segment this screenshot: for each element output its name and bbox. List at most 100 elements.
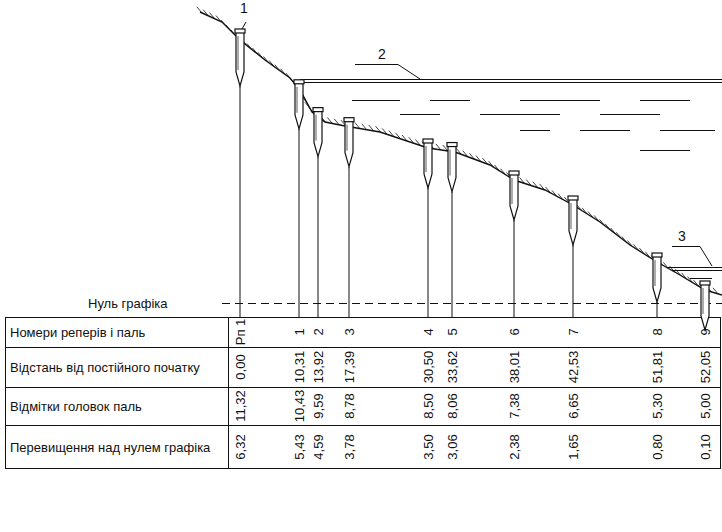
- pile: [568, 196, 578, 317]
- table-cell: 33,62: [445, 351, 460, 384]
- ground-hatch: [402, 135, 407, 141]
- table-cell: 5,43: [292, 434, 307, 459]
- ground-hatch: [221, 20, 226, 26]
- table-cell: 3,06: [445, 434, 460, 459]
- ground-hatch: [645, 252, 650, 258]
- ground-hatch: [694, 280, 699, 286]
- ground-hatch: [216, 16, 221, 22]
- table-cell: 2: [311, 328, 326, 335]
- piles: [235, 29, 710, 330]
- pile: [423, 139, 433, 317]
- ground-hatch: [633, 244, 638, 250]
- ground-hatch: [476, 156, 481, 162]
- table-cell: 6,32: [233, 434, 248, 459]
- ground-hatch: [639, 248, 644, 254]
- ground-hatch: [275, 65, 280, 71]
- table-cell: 5,00: [698, 393, 713, 418]
- ground-hatch: [247, 44, 252, 50]
- ground-hatch: [463, 151, 468, 157]
- table-cell: 0,10: [698, 434, 713, 459]
- ground-hatch: [327, 117, 332, 123]
- ground-hatch: [622, 237, 627, 243]
- ground-hatch: [456, 148, 461, 154]
- table-cell: 1,65: [566, 434, 581, 459]
- datum-label: Нуль графіка: [88, 296, 168, 311]
- ground-hatch: [252, 48, 257, 54]
- table-cell: 9,59: [311, 393, 326, 418]
- pile: [447, 143, 457, 317]
- table-cell: 52,05: [698, 351, 713, 384]
- ground-hatch: [600, 220, 605, 226]
- pile: [294, 80, 304, 317]
- table-cell: 7: [566, 328, 581, 335]
- ground-hatch: [539, 184, 544, 190]
- callout-number: 1: [240, 1, 248, 16]
- table-cell: 1: [292, 328, 307, 335]
- ground-hatch: [382, 128, 387, 134]
- table-cell: 13,92: [311, 351, 326, 384]
- table-cell: 11,32: [233, 390, 248, 422]
- ground-hatch: [628, 241, 633, 247]
- table-cell: 30,50: [421, 351, 436, 384]
- ground-hatch: [362, 124, 367, 130]
- callout-number: 3: [678, 229, 686, 244]
- ground-hatch: [258, 52, 263, 58]
- table-cell: 8,50: [421, 393, 436, 418]
- table-cell: 9: [698, 328, 713, 335]
- ground-hatch: [605, 224, 610, 230]
- ground-hatch: [264, 57, 269, 63]
- ground-profile: [197, 7, 722, 295]
- data-table: [5, 317, 721, 469]
- table-cell: 10,43: [292, 390, 307, 423]
- ground-hatch: [688, 277, 693, 283]
- table-cell: 5,30: [650, 393, 665, 418]
- ground-hatch: [355, 123, 360, 129]
- ground-hatch: [469, 153, 474, 159]
- ground-hatch: [197, 7, 202, 13]
- ground-hatch: [495, 165, 500, 171]
- ground-hatch: [389, 131, 394, 137]
- table-cell: 3: [342, 328, 357, 335]
- ground-hatch: [489, 161, 494, 167]
- table-cell: 8,06: [445, 393, 460, 418]
- table-cell: 0,80: [650, 434, 665, 459]
- ground-hatch: [369, 125, 374, 131]
- table-cell: 10,31: [292, 351, 307, 384]
- table-cell: 4,59: [311, 434, 326, 459]
- pile: [313, 108, 323, 317]
- pile: [700, 281, 710, 330]
- table-cell: 6: [507, 328, 522, 335]
- pile: [235, 29, 245, 317]
- ground-hatch: [376, 126, 381, 132]
- ground-hatch: [483, 158, 488, 164]
- ground-hatch: [436, 144, 441, 150]
- row-header: Відмітки головок паль: [10, 399, 222, 414]
- ground-hatch: [616, 232, 621, 238]
- table-cell: 6,65: [566, 393, 581, 418]
- table-cell: 8,78: [342, 393, 357, 418]
- ground-hatch: [582, 208, 587, 214]
- ground-hatch: [269, 61, 274, 67]
- water: [242, 22, 722, 279]
- ground-hatch: [611, 228, 616, 234]
- ground-hatch: [226, 25, 231, 31]
- table-cell: 0,00: [233, 354, 248, 379]
- ground-hatch: [334, 119, 339, 125]
- ground-hatch: [682, 273, 687, 279]
- ground-hatch: [395, 133, 400, 139]
- table-cell: 2,38: [507, 434, 522, 459]
- pile: [344, 118, 354, 317]
- ground-hatch: [286, 73, 291, 79]
- ground-hatch: [281, 69, 286, 75]
- pile: [509, 171, 519, 317]
- ground-hatch: [594, 215, 599, 221]
- ground-hatch: [713, 288, 718, 294]
- ground-hatch: [305, 102, 310, 108]
- callout-number: 2: [378, 47, 386, 62]
- ground-hatch: [533, 182, 538, 188]
- ground-hatch: [558, 194, 563, 200]
- ground-hatch: [676, 269, 681, 275]
- table-cell: 3,78: [342, 434, 357, 459]
- table-cell: 38,01: [507, 351, 522, 384]
